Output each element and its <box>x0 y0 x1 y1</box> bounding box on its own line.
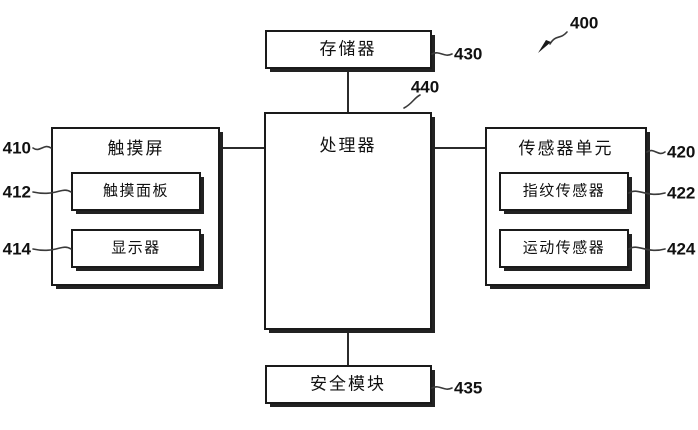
figure-pointer-arrow-icon <box>538 40 551 53</box>
motion-sensor-label: 运动传感器 <box>523 239 606 256</box>
ref-424: 424 <box>667 239 696 258</box>
fingerprint-sensor-box <box>499 172 629 211</box>
figure-number-group: 400 <box>538 13 598 53</box>
ref-435-group: 435 <box>431 378 482 397</box>
touchscreen-label: 触摸屏 <box>108 139 165 158</box>
ref-414-group: 414 <box>3 239 72 258</box>
processor-box <box>264 112 432 330</box>
ref-424-leader <box>628 246 666 252</box>
ref-430: 430 <box>454 44 482 63</box>
ref-440-group: 440 <box>403 77 439 109</box>
ref-435: 435 <box>454 378 482 397</box>
memory-label: 存储器 <box>320 39 377 58</box>
ref-422-leader <box>628 190 666 196</box>
block-memory: 存储器 <box>265 30 435 72</box>
block-processor: 处理器 <box>264 112 435 333</box>
display-box <box>71 229 201 268</box>
motion-sensor-box <box>499 229 629 268</box>
figure-number: 400 <box>570 13 598 32</box>
touch-panel-box <box>71 172 201 211</box>
block-touch-panel: 触摸面板 <box>71 172 204 214</box>
ref-435-leader <box>431 386 453 390</box>
ref-414: 414 <box>3 239 32 258</box>
ref-414-leader <box>32 246 72 252</box>
ref-410-leader <box>32 145 52 151</box>
display-label: 显示器 <box>111 240 161 256</box>
ref-420-group: 420 <box>646 142 695 161</box>
touch-panel-label: 触摸面板 <box>103 181 169 199</box>
block-motion-sensor: 运动传感器 <box>499 229 632 271</box>
ref-412-group: 412 <box>3 182 72 201</box>
ref-410-group: 410 <box>3 138 52 157</box>
processor-label: 处理器 <box>320 136 377 155</box>
ref-412-leader <box>32 189 72 195</box>
ref-420-leader <box>646 149 666 155</box>
ref-422-group: 422 <box>628 183 695 202</box>
ref-424-group: 424 <box>628 239 696 258</box>
ref-440: 440 <box>411 77 439 96</box>
figure-arrow-leader <box>549 31 568 45</box>
security-module-label: 安全模块 <box>310 374 386 393</box>
ref-430-group: 430 <box>431 44 482 63</box>
block-fingerprint-sensor: 指纹传感器 <box>499 172 632 214</box>
ref-410: 410 <box>3 138 31 157</box>
ref-440-leader <box>403 94 421 109</box>
ref-412: 412 <box>3 182 31 201</box>
connector-lines <box>219 68 486 366</box>
security-module-box <box>265 365 432 404</box>
block-security-module: 安全模块 <box>265 365 435 407</box>
block-display: 显示器 <box>71 229 204 271</box>
ref-430-leader <box>431 52 453 56</box>
fingerprint-sensor-label: 指纹传感器 <box>523 182 606 199</box>
sensor-unit-label: 传感器单元 <box>519 139 614 158</box>
ref-420: 420 <box>667 142 695 161</box>
ref-422: 422 <box>667 183 695 202</box>
memory-box <box>265 30 432 69</box>
